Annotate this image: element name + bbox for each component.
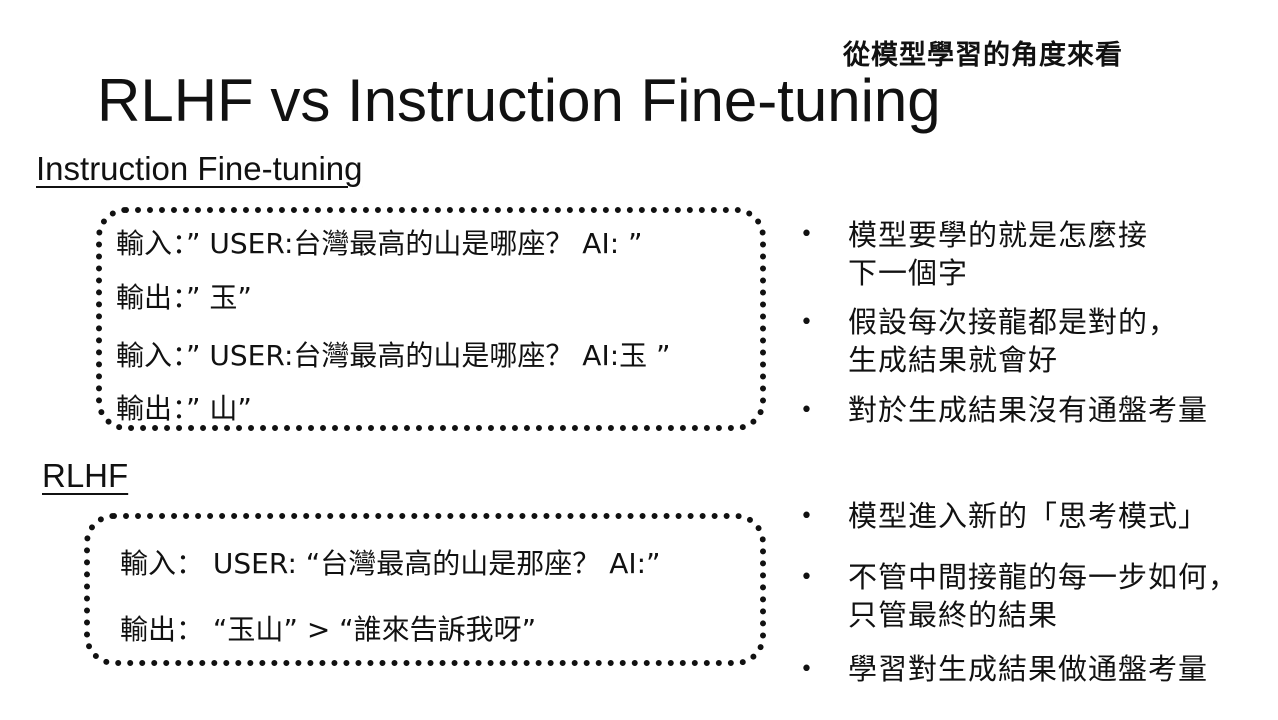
- instruction-example-box: [96, 207, 766, 431]
- bullet-line: 假設每次接龍都是對的，: [848, 305, 1179, 339]
- bullet-line: 模型進入新的「思考模式」: [848, 499, 1209, 533]
- bullet-marker: •: [800, 398, 813, 423]
- bullet-marker: •: [800, 565, 813, 590]
- bullet-line: 模型要學的就是怎麼接: [848, 218, 1149, 252]
- bullet-marker: •: [800, 310, 813, 335]
- rlhf-bullet-3: 學習對生成結果做通盤考量: [848, 650, 1208, 688]
- instruction-example-input-1: 輸入：” USER:台灣最高的山是哪座？ AI: ”: [116, 227, 643, 260]
- rlhf-example-output: 輸出： “玉山” > “誰來告訴我呀”: [120, 613, 537, 646]
- rlhf-bullet-1: 模型進入新的「思考模式」: [848, 497, 1208, 535]
- bullet-marker: •: [800, 222, 813, 247]
- instruction-example-input-2: 輸入：” USER:台灣最高的山是哪座？ AI:玉 ”: [116, 339, 671, 372]
- slide-title: RLHF vs Instruction Fine-tuning: [97, 67, 941, 134]
- instruction-bullet-2: 假設每次接龍都是對的， 生成結果就會好: [848, 303, 1178, 379]
- rlhf-example-box: [84, 513, 766, 666]
- instruction-finetuning-heading: Instruction Fine-tuning: [36, 150, 363, 187]
- bullet-marker: •: [800, 657, 813, 682]
- instruction-example-output-1: 輸出：” 玉”: [116, 281, 252, 314]
- slide-subtitle: 從模型學習的角度來看: [843, 40, 1123, 71]
- bullet-line: 下一個字: [848, 256, 969, 290]
- bullet-line: 學習對生成結果做通盤考量: [848, 652, 1209, 686]
- bullet-line: 不管中間接龍的每一步如何，: [848, 560, 1239, 594]
- rlhf-heading: RLHF: [42, 457, 129, 494]
- rlhf-example-input: 輸入： USER: “台灣最高的山是那座？ AI:”: [120, 547, 661, 580]
- bullet-marker: •: [800, 504, 813, 529]
- bullet-line: 生成結果就會好: [848, 343, 1059, 377]
- bullet-line: 只管最終的結果: [848, 598, 1059, 632]
- rlhf-bullet-2: 不管中間接龍的每一步如何， 只管最終的結果: [848, 558, 1238, 634]
- instruction-example-output-2: 輸出：” 山”: [116, 392, 252, 425]
- bullet-line: 對於生成結果沒有通盤考量: [848, 393, 1209, 427]
- instruction-bullet-3: 對於生成結果沒有通盤考量: [848, 391, 1208, 429]
- instruction-bullet-1: 模型要學的就是怎麼接 下一個字: [848, 216, 1148, 292]
